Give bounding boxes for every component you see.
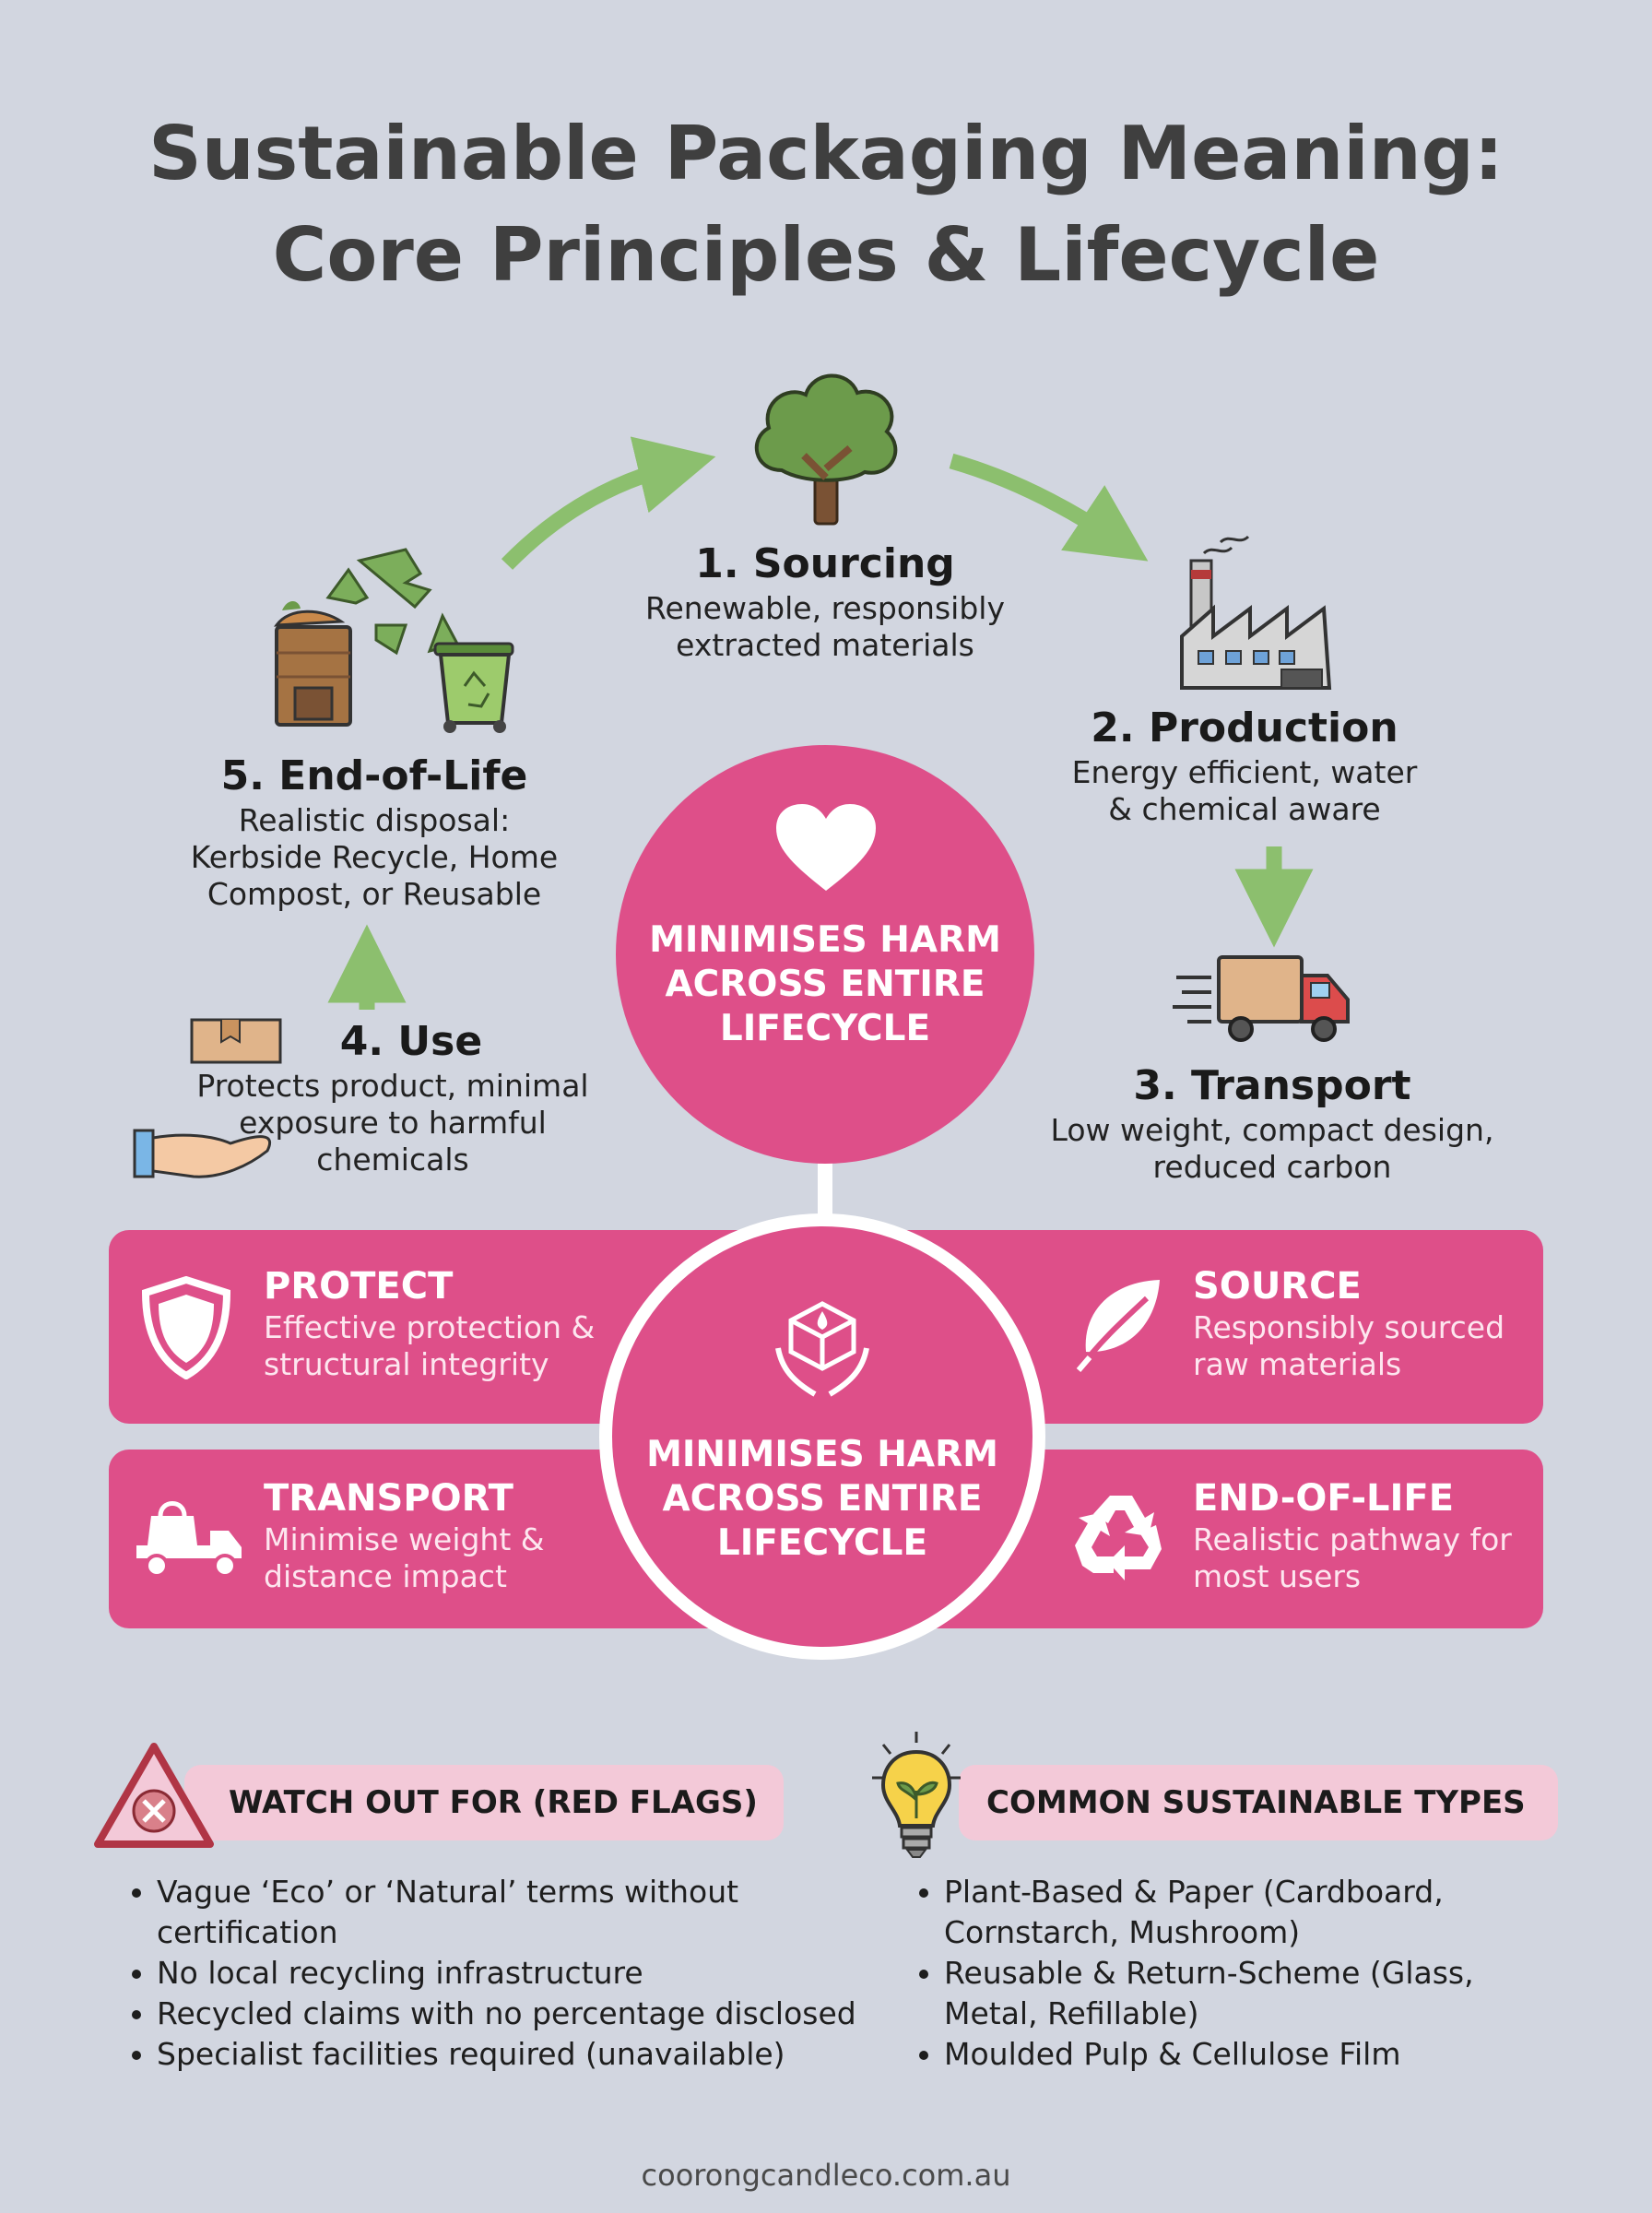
pillar-end-of-life-title: END-OF-LIFE [1193,1477,1455,1520]
stage-sourcing-desc-1: Renewable, responsibly [645,590,1005,626]
stage-transport-desc-1: Low weight, compact design, [1050,1112,1494,1148]
center-bottom-line-2: ACROSS ENTIRE [662,1478,983,1520]
stage-use-desc-2: exposure to harmful [239,1105,547,1141]
stage-end-of-life-desc-2: Kerbside Recycle, Home [190,839,559,875]
list-item: Moulded Pulp & Cellulose Film [944,2034,1626,2075]
arrow-end-to-sourcing [501,436,716,570]
pillar-source-desc-2: raw materials [1193,1346,1402,1382]
pillar-transport-title: TRANSPORT [264,1477,513,1520]
delivery-truck-icon [1173,955,1350,1042]
center-top-line-2: ACROSS ENTIRE [665,964,985,1005]
stage-use-desc-1: Protects product, minimal [196,1068,589,1104]
recycle-icon [1075,1496,1162,1580]
factory-icon [1180,535,1332,690]
list-item: Reusable & Return-Scheme (Glass,Metal, R… [944,1953,1626,2034]
tree-icon [754,373,898,526]
list-item: Recycled claims with no percentage discl… [157,1994,913,2034]
pillar-protect-desc-1: Effective protection & [264,1309,596,1345]
stage-end-of-life-desc-3: Compost, or Reusable [206,876,542,912]
stage-sourcing: 1. Sourcing Renewable, responsibly extra… [590,538,1060,664]
red-flags-heading: WATCH OUT FOR (RED FLAGS) [229,1784,758,1821]
pillar-protect-desc-2: structural integrity [264,1346,549,1382]
title-line-1: Sustainable Packaging Meaning: [148,111,1504,196]
list-item: No local recycling infrastructure [157,1953,913,1994]
pillar-source-desc-1: Responsibly sourced [1193,1309,1505,1345]
stage-production-desc-1: Energy efficient, water [1071,754,1418,790]
types-heading: COMMON SUSTAINABLE TYPES [986,1784,1526,1821]
stage-transport-title: 3. Transport [1133,1062,1411,1109]
box-in-hand-icon [133,1018,282,1178]
circle-connector [818,1143,832,1226]
truck-icon [136,1501,242,1578]
types-heading-pill [959,1765,1558,1840]
pillar-protect-title: PROTECT [264,1265,454,1308]
list-item: Plant-Based & Paper (Cardboard,Cornstarc… [944,1872,1626,1953]
pillar-end-of-life-desc-1: Realistic pathway for [1193,1521,1512,1557]
pillar-protect: PROTECT Effective protection & structura… [264,1263,595,1383]
stage-sourcing-title: 1. Sourcing [695,540,955,587]
stage-transport: 3. Transport Low weight, compact design,… [1023,1060,1521,1186]
center-bottom-line-3: LIFECYCLE [716,1522,928,1564]
list-item: Specialist facilities required (unavaila… [157,2034,913,2075]
pillar-transport: TRANSPORT Minimise weight & distance imp… [264,1475,545,1595]
pillar-transport-desc-2: distance impact [264,1558,507,1594]
center-circle-bottom: MINIMISES HARM ACROSS ENTIRE LIFECYCLE [599,1213,1045,1660]
center-top-line-1: MINIMISES HARM [649,919,1001,961]
warning-triangle-icon [94,1743,214,1848]
stage-end-of-life-desc-1: Realistic disposal: [238,802,511,838]
lightbulb-plant-icon [872,1732,961,1858]
stage-production-desc-2: & chemical aware [1108,791,1381,827]
stage-sourcing-desc-2: extracted materials [676,627,974,663]
page-title: Sustainable Packaging Meaning: Core Prin… [0,103,1652,306]
stage-use-desc-3: chemicals [316,1142,469,1178]
center-bottom-line-1: MINIMISES HARM [646,1434,998,1475]
pillar-transport-desc-1: Minimise weight & [264,1521,545,1557]
recycle-bins-icon [273,548,514,733]
red-flags-heading-pill [184,1765,784,1840]
red-flags-list: Vague ‘Eco’ or ‘Natural’ terms withoutce… [124,1872,913,2075]
shield-icon [141,1276,231,1379]
stage-production-title: 2. Production [1091,704,1398,751]
title-line-2: Core Principles & Lifecycle [272,212,1380,298]
heart-icon [776,804,876,891]
pillar-source-title: SOURCE [1193,1265,1362,1308]
stage-transport-desc-2: reduced carbon [1152,1149,1392,1185]
stage-end-of-life-title: 5. End-of-Life [220,752,528,799]
leaf-icon [1076,1280,1160,1372]
pillar-source: SOURCE Responsibly sourced raw materials [1193,1263,1504,1383]
center-circle-top: MINIMISES HARM ACROSS ENTIRE LIFECYCLE [616,745,1034,1164]
package-in-hands-icon [775,1301,869,1397]
footer-url[interactable]: coorongcandleco.com.au [641,2158,1011,2193]
types-list: Plant-Based & Paper (Cardboard,Cornstarc… [911,1872,1626,2075]
stage-end-of-life: 5. End-of-Life Realistic disposal: Kerbs… [162,751,586,913]
stage-use: 4. Use Protects product, minimal exposur… [181,1016,605,1178]
stage-production: 2. Production Energy efficient, water & … [1023,703,1466,828]
stage-use-title: 4. Use [339,1018,483,1065]
arrow-sourcing-to-production [949,453,1149,562]
pillar-end-of-life-desc-2: most users [1193,1558,1362,1594]
list-item: Vague ‘Eco’ or ‘Natural’ terms withoutce… [157,1872,913,1953]
center-top-line-3: LIFECYCLE [719,1008,931,1049]
pillar-end-of-life: END-OF-LIFE Realistic pathway for most u… [1193,1475,1512,1595]
